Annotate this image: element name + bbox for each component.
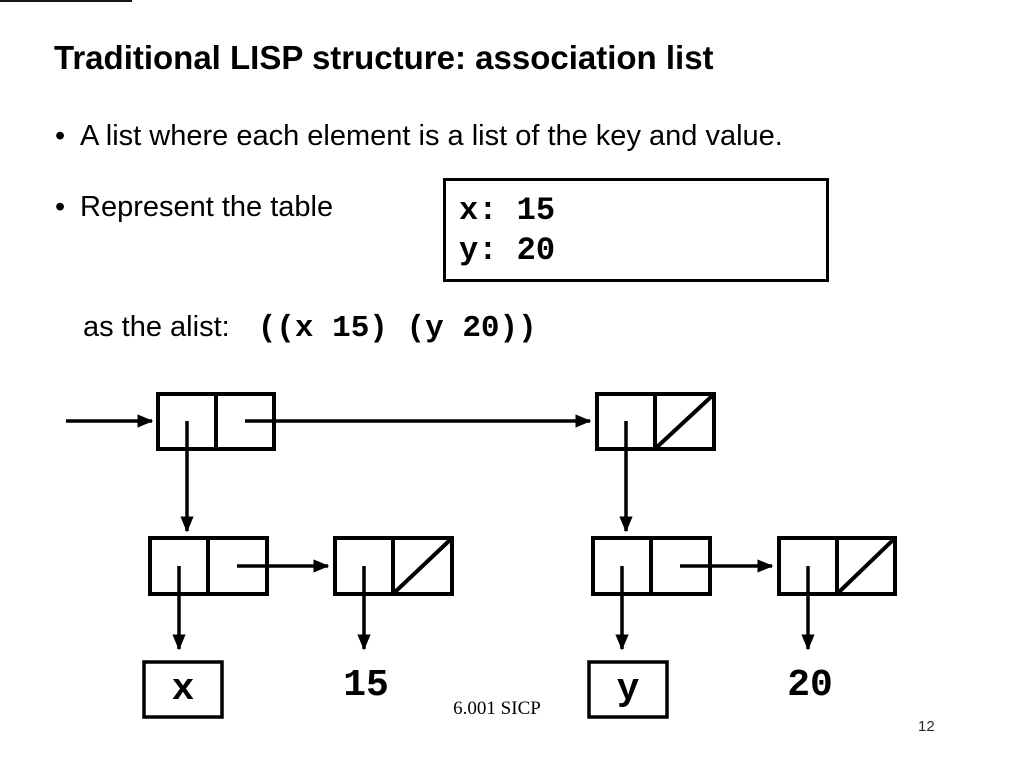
nil-slash-icon (655, 394, 714, 449)
nil-slash-icon (837, 538, 895, 594)
alist-code: ((x 15) (y 20)) (257, 311, 537, 346)
bullet-item-1: • A list where each element is a list of … (55, 118, 783, 154)
symbol-box-x (142, 660, 224, 719)
bullet-text-2: Represent the table (80, 191, 334, 223)
cons-cell-y-pair-tail (777, 536, 897, 596)
bullet-text-1: A list where each element is a list of t… (80, 120, 783, 152)
page-title: Traditional LISP structure: association … (54, 39, 714, 76)
bullet-marker: • (55, 191, 66, 223)
value-label-20: 20 (787, 664, 833, 707)
nil-slash-icon (393, 538, 452, 594)
value-label-15: 15 (343, 664, 389, 707)
page-number: 12 (918, 718, 935, 735)
symbol-label-x: x (171, 668, 195, 711)
bullet-item-2: • Represent the table (55, 189, 333, 225)
footer-course-label: 6.001 SICP (453, 698, 541, 719)
table-entry-x: x: 15 (459, 192, 556, 229)
symbol-box-y (587, 660, 669, 719)
symbol-label-y: y (616, 668, 640, 711)
top-edge-line (0, 0, 132, 2)
alist-line: as the alist: ((x 15) (y 20)) (83, 309, 537, 347)
table-box: x: 15 y: 20 (443, 178, 829, 282)
cons-cell-list-head (156, 392, 276, 451)
alist-label: as the alist: (83, 311, 230, 343)
table-entry-y: y: 20 (459, 232, 556, 269)
bullet-marker: • (55, 120, 66, 152)
cons-cell-list-second (595, 392, 716, 451)
cons-cell-x-pair-tail (333, 536, 454, 596)
